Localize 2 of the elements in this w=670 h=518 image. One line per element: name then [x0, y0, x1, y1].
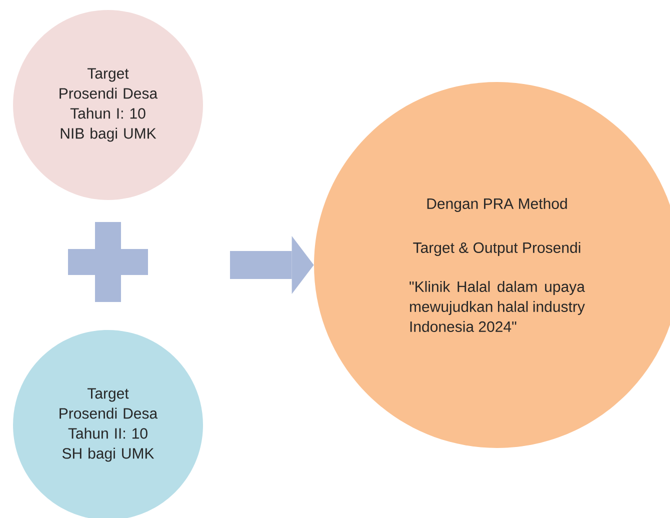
plus-sign [68, 222, 148, 302]
block-arrow [230, 236, 314, 294]
